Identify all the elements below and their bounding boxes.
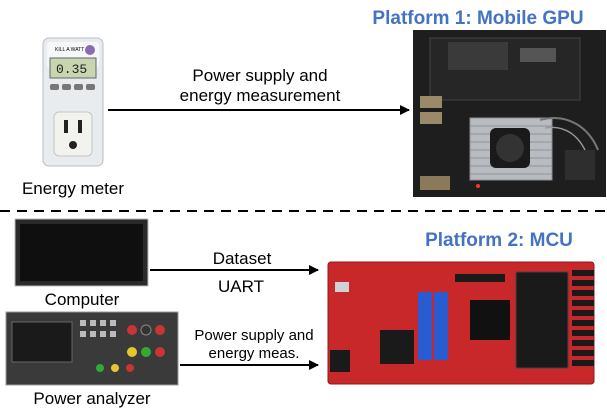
dataset-label: Dataset — [213, 249, 272, 268]
meter-brand-text: KILL A WATT — [55, 47, 84, 53]
computer-monitor — [14, 218, 149, 287]
energy-meter-device: KILL A WATT 0.35 — [42, 37, 104, 167]
mobile-gpu-board — [413, 30, 606, 197]
power-label-line2: energy meas. — [209, 345, 300, 362]
power-analyzer-device — [5, 311, 179, 386]
top-arrow-label-line1: Power supply and — [192, 66, 327, 85]
computer-label: Computer — [45, 290, 120, 309]
power-analyzer-label: Power analyzer — [33, 389, 151, 408]
platform2-title: Platform 2: MCU — [425, 230, 573, 251]
top-arrow-label-line2: energy measurement — [180, 86, 341, 105]
platform1-title: Platform 1: Mobile GPU — [372, 8, 583, 29]
meter-display-text: 0.35 — [56, 62, 87, 77]
mcu-board — [320, 258, 606, 388]
power-label-line1: Power supply and — [194, 327, 313, 344]
energy-meter-label: Energy meter — [22, 179, 124, 198]
uart-label: UART — [218, 277, 264, 296]
